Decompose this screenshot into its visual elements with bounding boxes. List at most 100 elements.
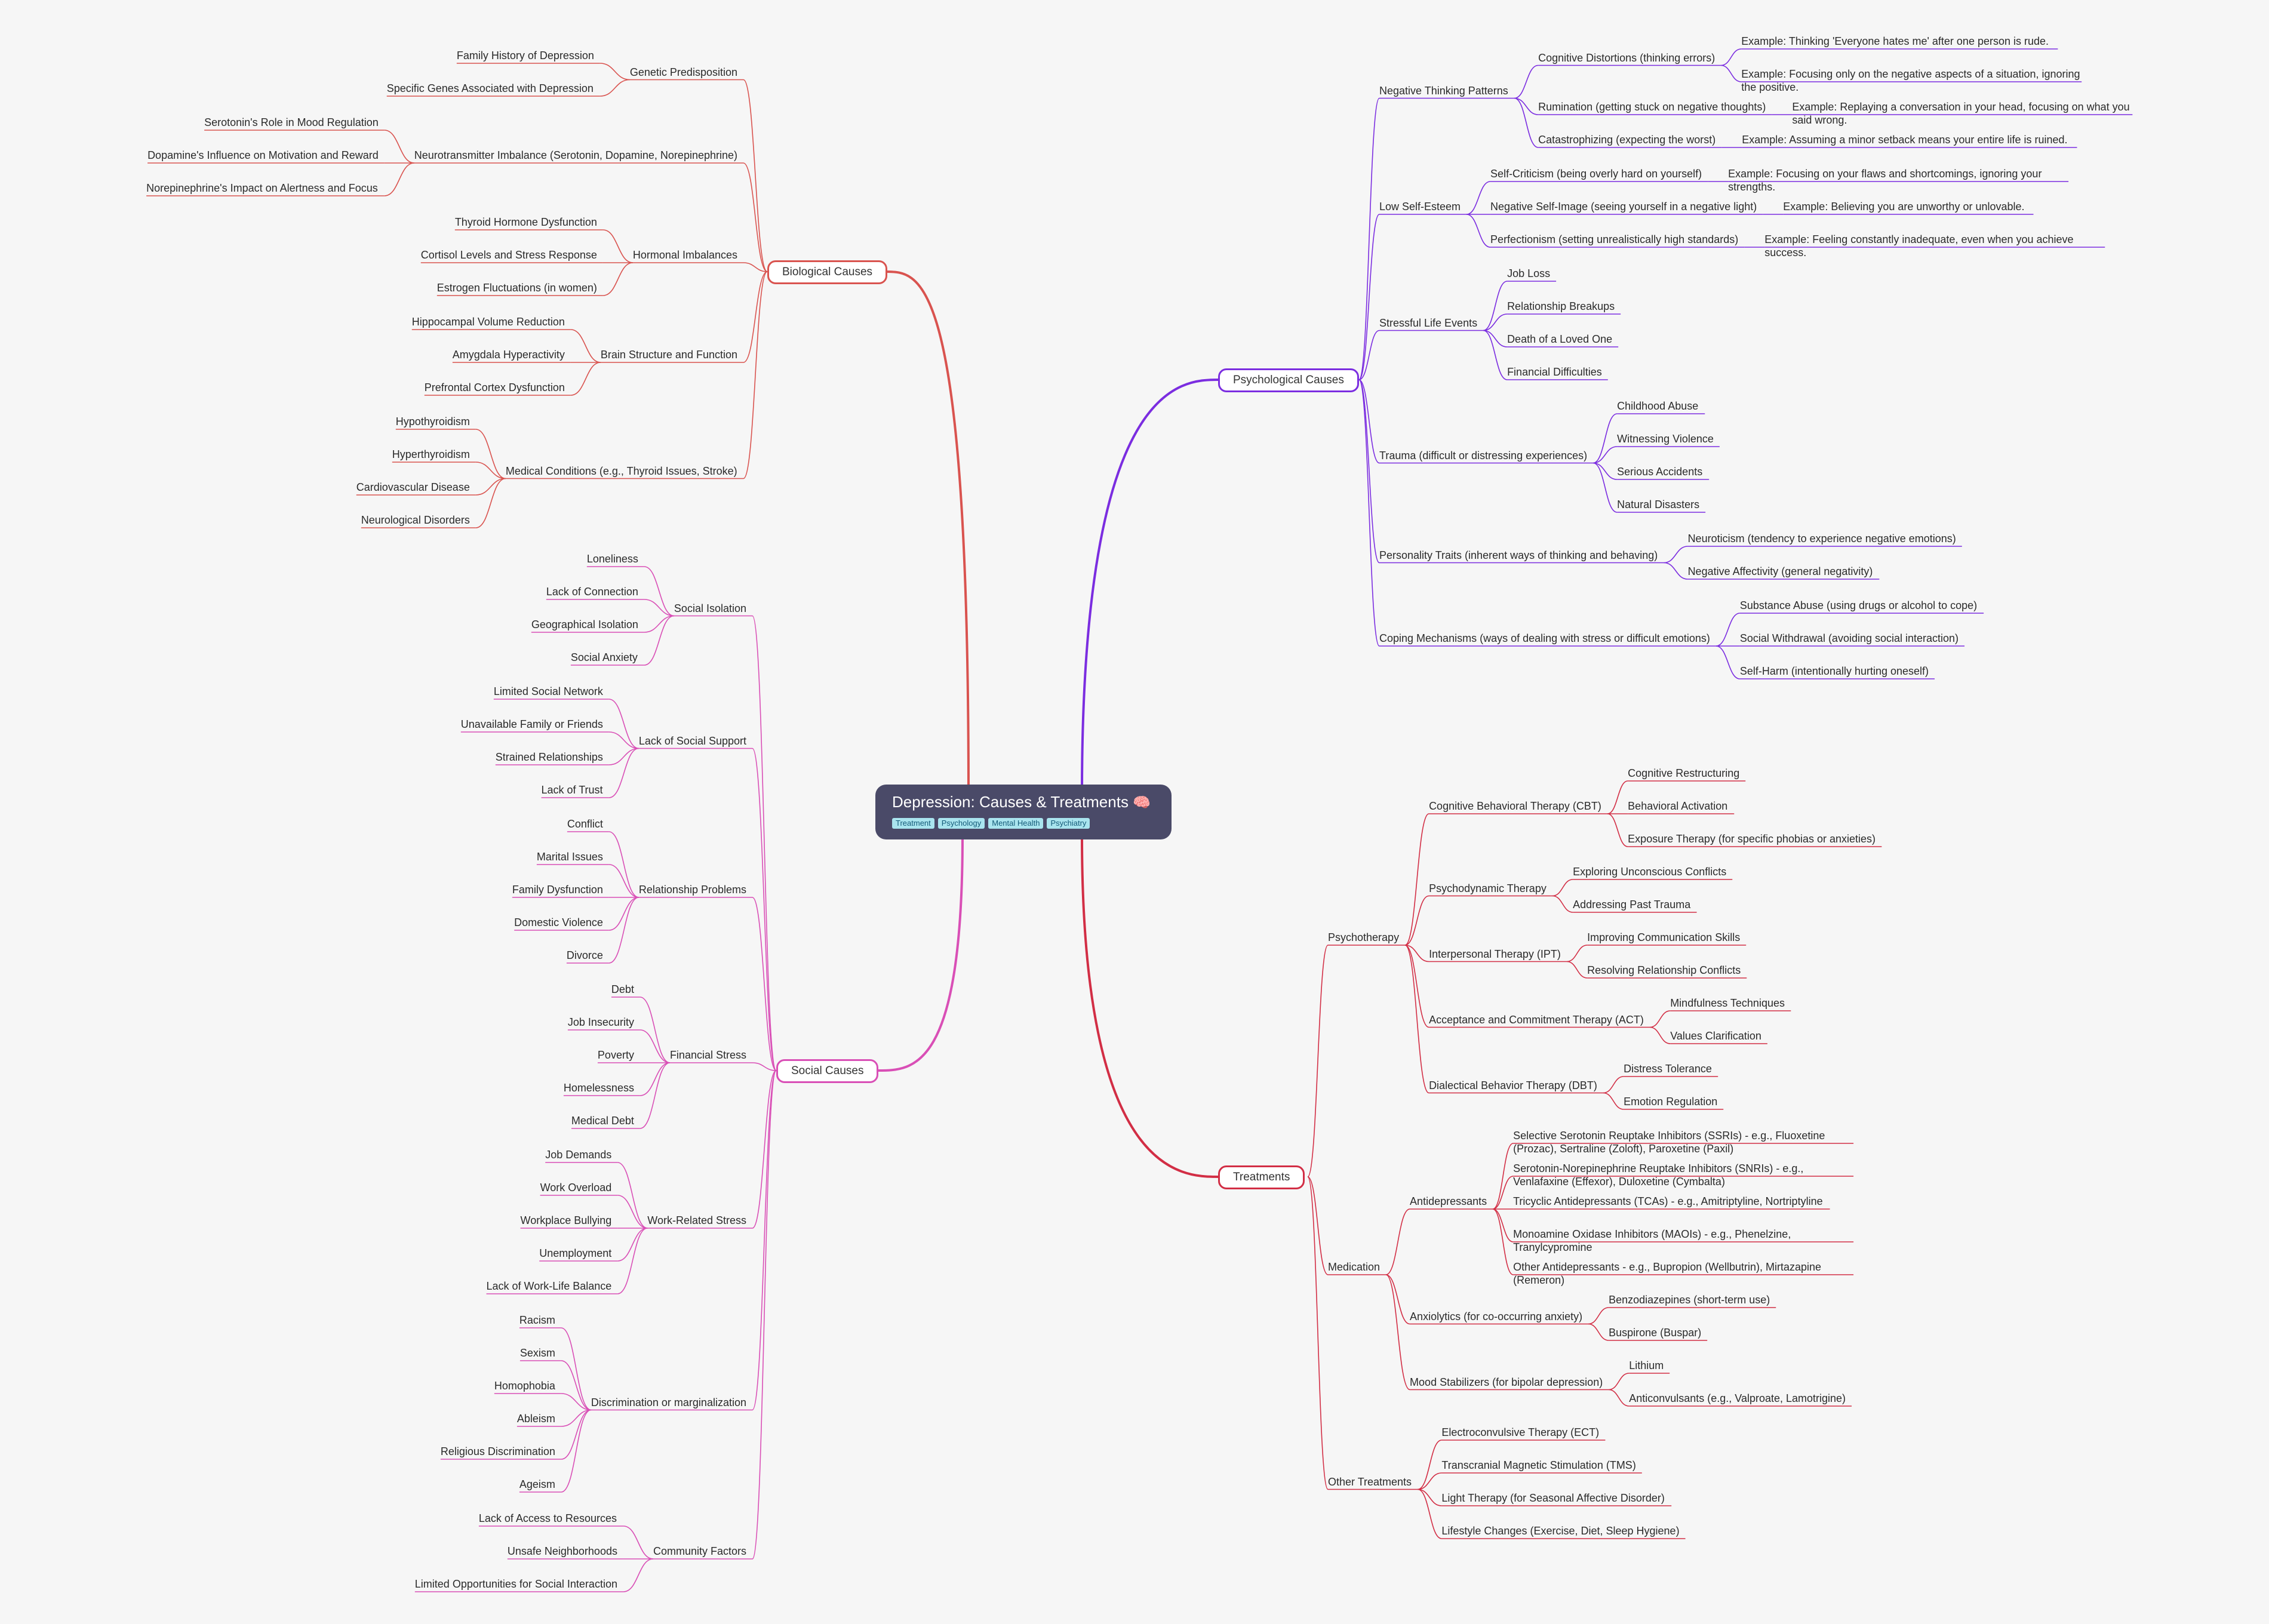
topic-personality-traits-inherent-ways-of-thin[interactable]: Personality Traits (inherent ways of thi…: [1379, 549, 1658, 561]
leaf-family-dysfunction[interactable]: Family Dysfunction: [512, 884, 603, 896]
leaf-family-history-of-depression[interactable]: Family History of Depression: [456, 50, 594, 61]
leaf-estrogen-fluctuations-in-women[interactable]: Estrogen Fluctuations (in women): [436, 282, 597, 294]
leaf-geographical-isolation[interactable]: Geographical Isolation: [531, 619, 638, 630]
tag-psychology[interactable]: Psychology: [937, 818, 985, 829]
topic-lack-of-social-support[interactable]: Lack of Social Support: [638, 734, 746, 747]
example-example-assuming-a-minor-setback-means-y[interactable]: Example: Assuming a minor setback means …: [1742, 134, 2068, 146]
subtopic-rumination-getting-stuck-on-negative-tho[interactable]: Rumination (getting stuck on negative th…: [1538, 101, 1766, 113]
example-example-focusing-on-your-flaws-and-short[interactable]: Example: Focusing on your flaws and shor…: [1728, 168, 2042, 193]
topic-negative-thinking-patterns[interactable]: Negative Thinking Patterns: [1379, 84, 1508, 97]
leaf-dopamine-s-influence-on-motivation-and-r[interactable]: Dopamine's Influence on Motivation and R…: [147, 149, 379, 161]
leaf-prefrontal-cortex-dysfunction[interactable]: Prefrontal Cortex Dysfunction: [424, 382, 565, 393]
leaf-loneliness[interactable]: Loneliness: [586, 553, 638, 565]
subtopic-antidepressants[interactable]: Antidepressants: [1410, 1195, 1487, 1207]
subtopic-negative-affectivity-general-negativity[interactable]: Negative Affectivity (general negativity…: [1687, 565, 1873, 577]
example-serotonin-norepinephrine-reuptake-inhibi[interactable]: Serotonin-Norepinephrine Reuptake Inhibi…: [1513, 1162, 1804, 1188]
example-example-focusing-only-on-the-negative-as[interactable]: Example: Focusing only on the negative a…: [1741, 68, 2080, 93]
leaf-divorce[interactable]: Divorce: [566, 949, 603, 961]
leaf-unsafe-neighborhoods[interactable]: Unsafe Neighborhoods: [507, 1545, 617, 1557]
leaf-medical-debt[interactable]: Medical Debt: [571, 1115, 634, 1127]
leaf-limited-social-network[interactable]: Limited Social Network: [493, 685, 603, 697]
topic-psychotherapy[interactable]: Psychotherapy: [1328, 931, 1400, 943]
leaf-limited-opportunities-for-social-interac[interactable]: Limited Opportunities for Social Interac…: [414, 1578, 617, 1590]
example-improving-communication-skills[interactable]: Improving Communication Skills: [1587, 931, 1741, 943]
leaf-specific-genes-associated-with-depressio[interactable]: Specific Genes Associated with Depressio…: [386, 82, 594, 94]
leaf-unemployment[interactable]: Unemployment: [539, 1247, 612, 1259]
topic-financial-stress[interactable]: Financial Stress: [669, 1049, 746, 1061]
leaf-debt[interactable]: Debt: [611, 983, 634, 995]
example-exposure-therapy-for-specific-phobias-or[interactable]: Exposure Therapy (for specific phobias o…: [1628, 833, 1876, 845]
example-example-replaying-a-conversation-in-your[interactable]: Example: Replaying a conversation in you…: [1792, 101, 2130, 126]
subtopic-acceptance-and-commitment-therapy-act[interactable]: Acceptance and Commitment Therapy (ACT): [1429, 1013, 1644, 1026]
example-lithium[interactable]: Lithium: [1629, 1360, 1664, 1371]
subtopic-transcranial-magnetic-stimulation-tms[interactable]: Transcranial Magnetic Stimulation (TMS): [1441, 1459, 1636, 1471]
subtopic-relationship-breakups[interactable]: Relationship Breakups: [1507, 300, 1615, 312]
subtopic-death-of-a-loved-one[interactable]: Death of a Loved One: [1507, 333, 1613, 345]
subtopic-natural-disasters[interactable]: Natural Disasters: [1617, 499, 1700, 510]
example-tricyclic-antidepressants-tcas-e-g-amitr[interactable]: Tricyclic Antidepressants (TCAs) - e.g.,…: [1513, 1195, 1823, 1207]
subtopic-negative-self-image-seeing-yourself-in-a[interactable]: Negative Self-Image (seeing yourself in …: [1490, 201, 1757, 213]
leaf-cardiovascular-disease[interactable]: Cardiovascular Disease: [356, 481, 470, 493]
example-other-antidepressants-e-g-bupropion-well[interactable]: Other Antidepressants - e.g., Bupropion …: [1513, 1261, 1822, 1286]
tag-mental-health[interactable]: Mental Health: [988, 818, 1044, 829]
leaf-serotonin-s-role-in-mood-regulation[interactable]: Serotonin's Role in Mood Regulation: [204, 116, 379, 128]
example-selective-serotonin-reuptake-inhibitors-[interactable]: Selective Serotonin Reuptake Inhibitors …: [1513, 1130, 1825, 1155]
topic-relationship-problems[interactable]: Relationship Problems: [638, 884, 746, 896]
example-addressing-past-trauma[interactable]: Addressing Past Trauma: [1573, 899, 1691, 911]
subtopic-psychodynamic-therapy[interactable]: Psychodynamic Therapy: [1429, 882, 1547, 894]
leaf-hypothyroidism[interactable]: Hypothyroidism: [395, 416, 470, 427]
example-emotion-regulation[interactable]: Emotion Regulation: [1624, 1096, 1718, 1108]
leaf-poverty[interactable]: Poverty: [597, 1049, 634, 1061]
leaf-lack-of-work-life-balance[interactable]: Lack of Work-Life Balance: [486, 1280, 612, 1292]
subtopic-anxiolytics-for-co-occurring-anxiety[interactable]: Anxiolytics (for co-occurring anxiety): [1410, 1310, 1583, 1322]
subtopic-dialectical-behavior-therapy-dbt[interactable]: Dialectical Behavior Therapy (DBT): [1429, 1079, 1597, 1091]
topic-social-isolation[interactable]: Social Isolation: [674, 602, 746, 614]
topic-other-treatments[interactable]: Other Treatments: [1328, 1475, 1412, 1488]
subtopic-cognitive-distortions-thinking-errors[interactable]: Cognitive Distortions (thinking errors): [1538, 51, 1715, 64]
subtopic-self-criticism-being-overly-hard-on-your[interactable]: Self-Criticism (being overly hard on you…: [1490, 168, 1702, 180]
subtopic-electroconvulsive-therapy-ect[interactable]: Electroconvulsive Therapy (ECT): [1441, 1426, 1600, 1438]
leaf-racism[interactable]: Racism: [519, 1314, 555, 1326]
subtopic-serious-accidents[interactable]: Serious Accidents: [1617, 466, 1703, 478]
leaf-hyperthyroidism[interactable]: Hyperthyroidism: [392, 448, 470, 460]
leaf-marital-issues[interactable]: Marital Issues: [536, 851, 603, 863]
leaf-cortisol-levels-and-stress-response[interactable]: Cortisol Levels and Stress Response: [420, 249, 597, 261]
subtopic-lifestyle-changes-exercise-diet-sleep-hy[interactable]: Lifestyle Changes (Exercise, Diet, Sleep…: [1441, 1525, 1680, 1537]
topic-work-related-stress[interactable]: Work-Related Stress: [647, 1214, 746, 1226]
branch-social-causes[interactable]: Social Causes: [776, 1059, 879, 1083]
topic-low-self-esteem[interactable]: Low Self-Esteem: [1379, 201, 1461, 213]
subtopic-childhood-abuse[interactable]: Childhood Abuse: [1617, 400, 1699, 412]
tag-psychiatry[interactable]: Psychiatry: [1047, 818, 1090, 829]
subtopic-light-therapy-for-seasonal-affective-dis[interactable]: Light Therapy (for Seasonal Affective Di…: [1441, 1492, 1665, 1504]
subtopic-job-loss[interactable]: Job Loss: [1507, 267, 1551, 279]
subtopic-perfectionism-setting-unrealistically-hi[interactable]: Perfectionism (setting unrealistically h…: [1490, 233, 1739, 245]
leaf-homelessness[interactable]: Homelessness: [563, 1082, 634, 1094]
example-anticonvulsants-e-g-valproate-lamotrigin[interactable]: Anticonvulsants (e.g., Valproate, Lamotr…: [1629, 1392, 1846, 1404]
leaf-religious-discrimination[interactable]: Religious Discrimination: [440, 1445, 555, 1457]
leaf-lack-of-access-to-resources[interactable]: Lack of Access to Resources: [478, 1512, 617, 1524]
leaf-social-anxiety[interactable]: Social Anxiety: [570, 651, 638, 663]
subtopic-interpersonal-therapy-ipt[interactable]: Interpersonal Therapy (IPT): [1429, 948, 1561, 960]
leaf-amygdala-hyperactivity[interactable]: Amygdala Hyperactivity: [452, 349, 565, 361]
example-values-clarification[interactable]: Values Clarification: [1670, 1030, 1761, 1042]
leaf-workplace-bullying[interactable]: Workplace Bullying: [520, 1214, 612, 1226]
branch-biological-causes[interactable]: Biological Causes: [767, 260, 888, 284]
topic-medical-conditions-e-g-thyroid-issues-st[interactable]: Medical Conditions (e.g., Thyroid Issues…: [505, 465, 737, 477]
leaf-strained-relationships[interactable]: Strained Relationships: [495, 751, 603, 763]
tag-treatment[interactable]: Treatment: [892, 818, 934, 829]
subtopic-social-withdrawal-avoiding-social-intera[interactable]: Social Withdrawal (avoiding social inter…: [1739, 632, 1959, 644]
leaf-hippocampal-volume-reduction[interactable]: Hippocampal Volume Reduction: [411, 316, 565, 328]
leaf-neurological-disorders[interactable]: Neurological Disorders: [361, 514, 470, 526]
subtopic-financial-difficulties[interactable]: Financial Difficulties: [1507, 366, 1602, 378]
example-cognitive-restructuring[interactable]: Cognitive Restructuring: [1628, 767, 1740, 779]
leaf-conflict[interactable]: Conflict: [567, 818, 603, 830]
leaf-thyroid-hormone-dysfunction[interactable]: Thyroid Hormone Dysfunction: [454, 216, 597, 228]
subtopic-witnessing-violence[interactable]: Witnessing Violence: [1617, 433, 1714, 445]
example-buspirone-buspar[interactable]: Buspirone (Buspar): [1609, 1327, 1702, 1339]
topic-stressful-life-events[interactable]: Stressful Life Events: [1379, 316, 1478, 329]
subtopic-mood-stabilizers-for-bipolar-depression[interactable]: Mood Stabilizers (for bipolar depression…: [1410, 1376, 1603, 1388]
leaf-lack-of-trust[interactable]: Lack of Trust: [541, 784, 603, 796]
subtopic-cognitive-behavioral-therapy-cbt[interactable]: Cognitive Behavioral Therapy (CBT): [1429, 800, 1601, 812]
topic-hormonal-imbalances[interactable]: Hormonal Imbalances: [632, 249, 737, 261]
